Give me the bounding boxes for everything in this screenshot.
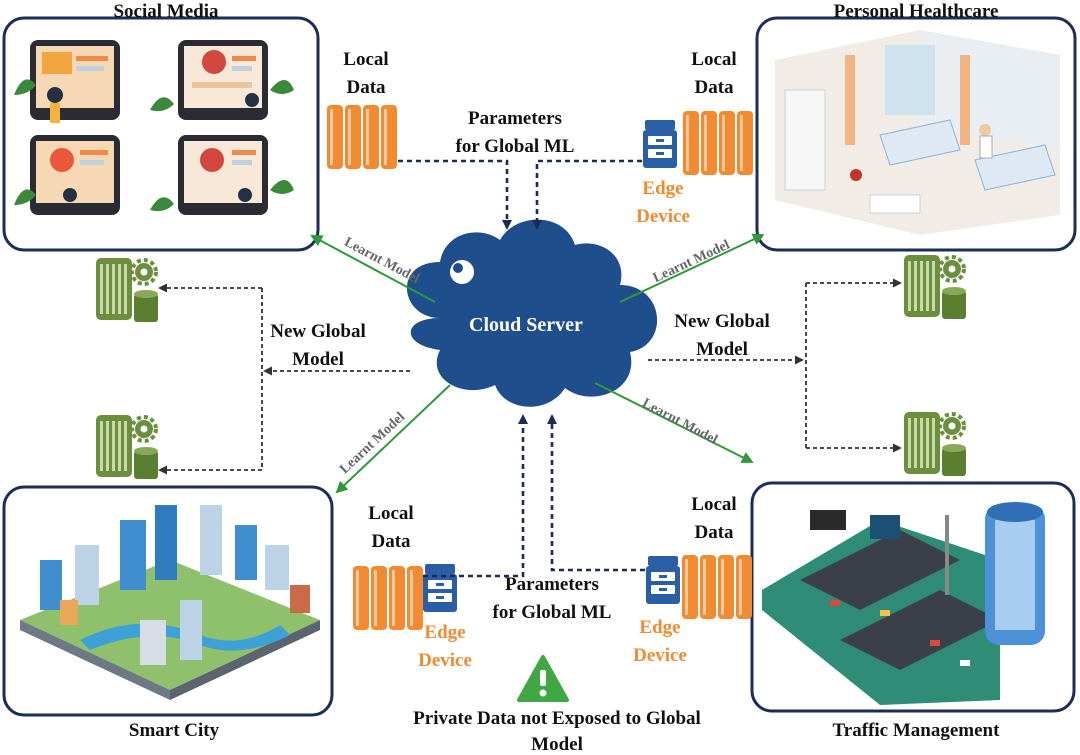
traffic-illustration (762, 502, 1045, 705)
local-data-label: Local (691, 494, 736, 515)
social-media-panel: Social Media (2, 1, 320, 252)
server-rack-orange-icon (683, 111, 753, 175)
local-data-label: Local (368, 503, 413, 524)
bottom-left-local-data: Local Data Edge Device (353, 503, 472, 671)
parameters-label: for Global ML (493, 602, 612, 623)
new-global-model-label: New Global (674, 311, 770, 332)
server-rack-orange-icon (327, 105, 397, 169)
green-server-gear-icon (94, 413, 160, 481)
server-rack-orange-icon (353, 566, 423, 630)
local-data-label: Data (346, 77, 386, 98)
top-left-local-data: Local Data (327, 49, 397, 169)
learnt-model-label: Learnt Model (337, 410, 408, 478)
traffic-management-panel: Traffic Management (750, 481, 1076, 741)
learnt-model-label: Learnt Model (651, 237, 732, 286)
local-data-label: Data (694, 77, 734, 98)
warning-triangle-icon (517, 655, 569, 702)
edge-device-label: Device (418, 650, 472, 671)
local-data-label: Local (691, 49, 736, 70)
smart-city-panel: Smart City (2, 485, 334, 741)
edge-device-label: Edge (424, 622, 465, 643)
top-parameter-arrows (398, 159, 642, 230)
cloud-server: Cloud Server (406, 219, 658, 407)
local-data-label: Local (343, 49, 388, 70)
healthcare-illustration (775, 30, 1060, 235)
edge-device-label: Device (633, 645, 687, 666)
smart-city-illustration (20, 505, 320, 700)
traffic-management-title: Traffic Management (833, 720, 1001, 741)
green-server-gear-icon (902, 253, 968, 321)
new-global-model-label: New Global (270, 321, 366, 342)
parameters-label: for Global ML (456, 136, 575, 157)
edge-device-label: Device (636, 206, 690, 227)
edge-device-icon (423, 564, 457, 612)
warning-label: Model (531, 734, 583, 755)
personal-healthcare-title: Personal Healthcare (834, 1, 999, 22)
parameters-label: Parameters (468, 108, 562, 129)
personal-healthcare-panel: Personal Healthcare (755, 1, 1077, 252)
edge-device-icon (643, 120, 677, 168)
learnt-model-arrows (310, 233, 765, 494)
parameters-label: Parameters (505, 574, 599, 595)
new-global-model-label: Model (696, 339, 748, 360)
local-data-label: Data (371, 531, 411, 552)
edge-device-label: Edge (639, 617, 680, 638)
smart-city-title: Smart City (129, 720, 220, 741)
green-server-gear-icon (902, 410, 968, 478)
bottom-right-local-data: Local Data Edge Device (633, 494, 752, 666)
edge-device-icon (646, 556, 680, 604)
new-global-model-arrows (158, 278, 902, 475)
bottom-parameter-arrows (423, 414, 645, 578)
new-global-model-label: Model (292, 349, 344, 370)
warning-label: Private Data not Exposed to Global (413, 708, 701, 729)
learnt-model-label: Learnt Model (342, 235, 422, 287)
server-rack-orange-icon (682, 555, 752, 619)
social-media-illustration (14, 40, 294, 215)
social-media-title: Social Media (113, 1, 219, 22)
cloud-server-label: Cloud Server (469, 314, 583, 336)
green-server-gear-icon (94, 256, 160, 324)
edge-device-label: Edge (642, 178, 683, 199)
learnt-model-label: Learnt Model (640, 396, 720, 448)
top-right-local-data: Local Data Edge Device (636, 49, 753, 227)
local-data-label: Data (694, 522, 734, 543)
